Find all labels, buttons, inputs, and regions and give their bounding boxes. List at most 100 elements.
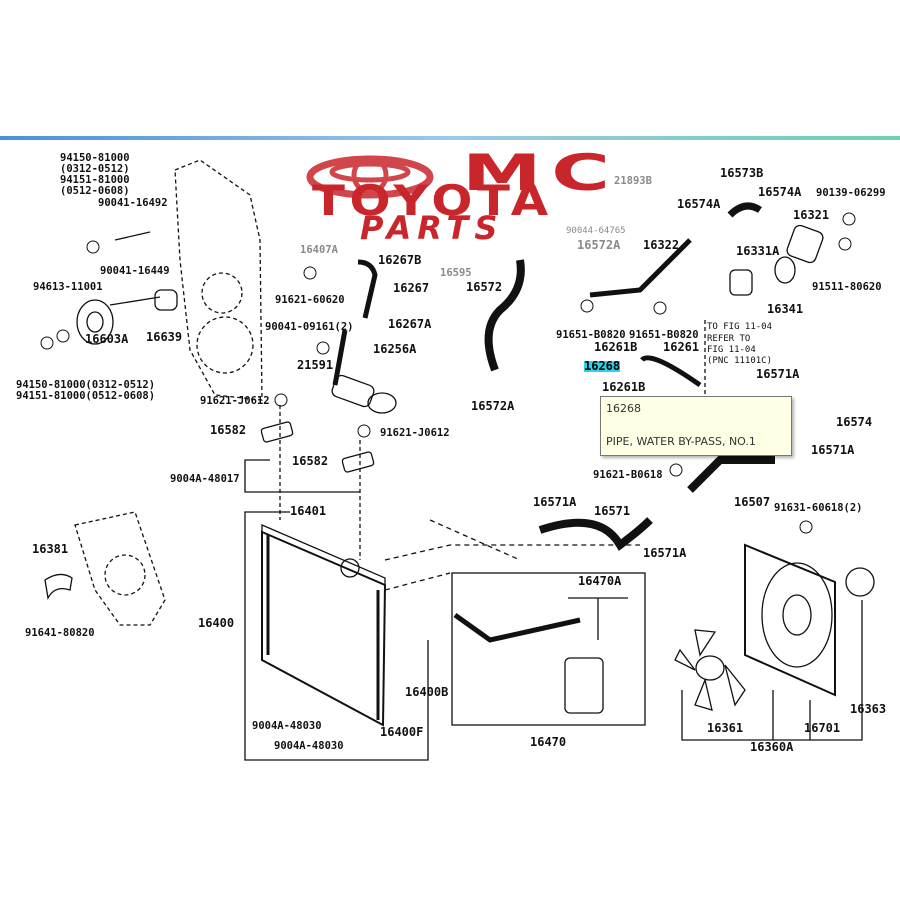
leader-16400 — [244, 511, 429, 761]
part-label[interactable]: 91651-B0820 — [556, 329, 626, 341]
part-label[interactable]: 9004A-48030 — [274, 740, 344, 752]
figure-reference[interactable]: FIG 11-04 — [707, 345, 756, 355]
part-label[interactable]: 91621-J0612 — [200, 395, 270, 407]
part-label[interactable]: 90041-16449 — [100, 265, 170, 277]
part-label[interactable]: 91641-80820 — [25, 627, 95, 639]
part-label[interactable]: 16407A — [300, 244, 338, 256]
part-label[interactable]: 16363 — [850, 702, 887, 716]
part-label[interactable]: 94613-11001 — [33, 281, 103, 293]
part-label[interactable]: 16571A — [756, 367, 800, 381]
bracket-16582-b — [341, 451, 375, 473]
part-label[interactable]: 16470 — [530, 735, 567, 749]
part-label[interactable]: 16572 — [466, 280, 503, 294]
part-label[interactable]: 91621-60620 — [275, 294, 345, 306]
part-label[interactable]: 16381 — [32, 542, 69, 556]
reservoir-box-16470 — [451, 572, 646, 726]
part-label[interactable]: 21893B — [614, 175, 652, 187]
part-label[interactable]: 9004A-48030 — [252, 720, 322, 732]
part-label[interactable]: 91621-B0618 — [593, 469, 663, 481]
part-label[interactable]: 91651-B0820 — [629, 329, 699, 341]
part-label[interactable]: 16267A — [388, 317, 432, 331]
part-label[interactable]: 21591 — [297, 358, 334, 372]
part-label[interactable]: 16256A — [373, 342, 417, 356]
figure-reference[interactable]: TO FIG 11-04 — [707, 322, 773, 332]
part-label[interactable]: 16321 — [793, 208, 830, 222]
part-label[interactable]: 16267 — [393, 281, 430, 295]
part-label[interactable]: 16261B — [594, 340, 638, 354]
thermostat-16331a — [729, 269, 753, 296]
part-label[interactable]: 16571A — [811, 443, 855, 457]
part-label[interactable]: 16595 — [440, 267, 472, 279]
part-label[interactable]: 16400B — [405, 685, 449, 699]
part-label[interactable]: 16573B — [720, 166, 764, 180]
part-label[interactable]: 94151-81000 — [60, 174, 130, 186]
part-label[interactable]: 16360A — [750, 740, 794, 754]
part-label[interactable]: 16582 — [210, 423, 247, 437]
part-label[interactable]: 16261B — [602, 380, 646, 394]
part-label[interactable]: 16572A — [471, 399, 515, 413]
part-label-note: (0512-0608) — [60, 185, 130, 197]
part-label[interactable]: 94150-81000(0312-0512) — [16, 379, 156, 391]
figure-reference-note: REFER TO — [707, 334, 751, 344]
part-label[interactable]: 16322 — [643, 238, 680, 252]
part-label[interactable]: 16574 — [836, 415, 873, 429]
part-label[interactable]: 16571A — [533, 495, 577, 509]
part-label[interactable]: 16571 — [594, 504, 631, 518]
toyota-logo-watermark — [306, 155, 434, 199]
timing-cover — [174, 159, 263, 401]
part-label[interactable]: 16341 — [767, 302, 804, 316]
tooltip-description: PIPE, WATER BY-PASS, NO.1 — [606, 435, 756, 448]
part-16381 — [44, 573, 73, 600]
bracket-16582-a — [260, 421, 294, 443]
fan-shroud-16701 — [744, 543, 836, 697]
pipe-16268 — [640, 355, 702, 388]
part-label[interactable]: 16400F — [380, 725, 424, 739]
part-label[interactable]: 16701 — [804, 721, 841, 735]
reservoir-hose — [453, 612, 581, 643]
part-label[interactable]: 16470A — [578, 574, 622, 588]
pipe-16507 — [687, 456, 775, 493]
part-label-selected[interactable]: 16268 — [584, 359, 621, 373]
part-label[interactable]: 91621-J0612 — [380, 427, 450, 439]
watermark-parts: PARTS — [360, 209, 504, 247]
part-label[interactable]: 16603A — [85, 332, 129, 346]
part-label[interactable]: 16572A — [577, 238, 621, 252]
part-label[interactable]: 90041-16492 — [98, 197, 168, 209]
part-label[interactable]: 91511-80620 — [812, 281, 882, 293]
part-label[interactable]: 16401 — [290, 504, 327, 518]
watermark-toyota: TOYOTA — [312, 176, 553, 225]
part-label[interactable]: 16574A — [677, 197, 721, 211]
top-accent-line — [0, 136, 900, 140]
leader-16360a — [681, 600, 863, 741]
hose-16572 — [484, 259, 525, 372]
part-label[interactable]: 9004A-48017 — [170, 473, 240, 485]
part-label[interactable]: 16267B — [378, 253, 422, 267]
part-label[interactable]: 16574A — [758, 185, 802, 199]
cover-16381 — [74, 511, 166, 626]
gasket-16256a — [367, 392, 397, 414]
tooltip-part-number: 16268 — [606, 402, 641, 415]
part-label[interactable]: 94151-81000(0512-0608) — [16, 390, 156, 402]
pipe-16322 — [589, 238, 692, 298]
part-label[interactable]: 90041-09161(2) — [265, 321, 354, 333]
part-label[interactable]: 94150-81000 — [60, 152, 130, 164]
part-label[interactable]: 16331A — [736, 244, 780, 258]
hose-16571 — [538, 517, 653, 551]
part-label[interactable]: 16582 — [292, 454, 329, 468]
hose-16573b — [727, 202, 762, 218]
callout-symbols — [40, 212, 856, 534]
idler-pulley — [76, 231, 178, 345]
hose-16267 — [332, 259, 378, 386]
part-label[interactable]: 16361 — [707, 721, 744, 735]
part-label[interactable]: 90139-06299 — [816, 187, 886, 199]
part-label[interactable]: 16400 — [198, 616, 235, 630]
part-label[interactable]: 91631-60618(2) — [774, 502, 863, 514]
part-label[interactable]: 16571A — [643, 546, 687, 560]
part-label[interactable]: 16639 — [146, 330, 183, 344]
part-label[interactable]: 90044-64765 — [566, 226, 626, 236]
part-label-note: (0312-0512) — [60, 163, 130, 175]
part-label[interactable]: 16507 — [734, 495, 771, 509]
part-label[interactable]: 16261 — [663, 340, 700, 354]
part-tooltip: 16268 PIPE, WATER BY-PASS, NO.1 — [600, 396, 792, 456]
